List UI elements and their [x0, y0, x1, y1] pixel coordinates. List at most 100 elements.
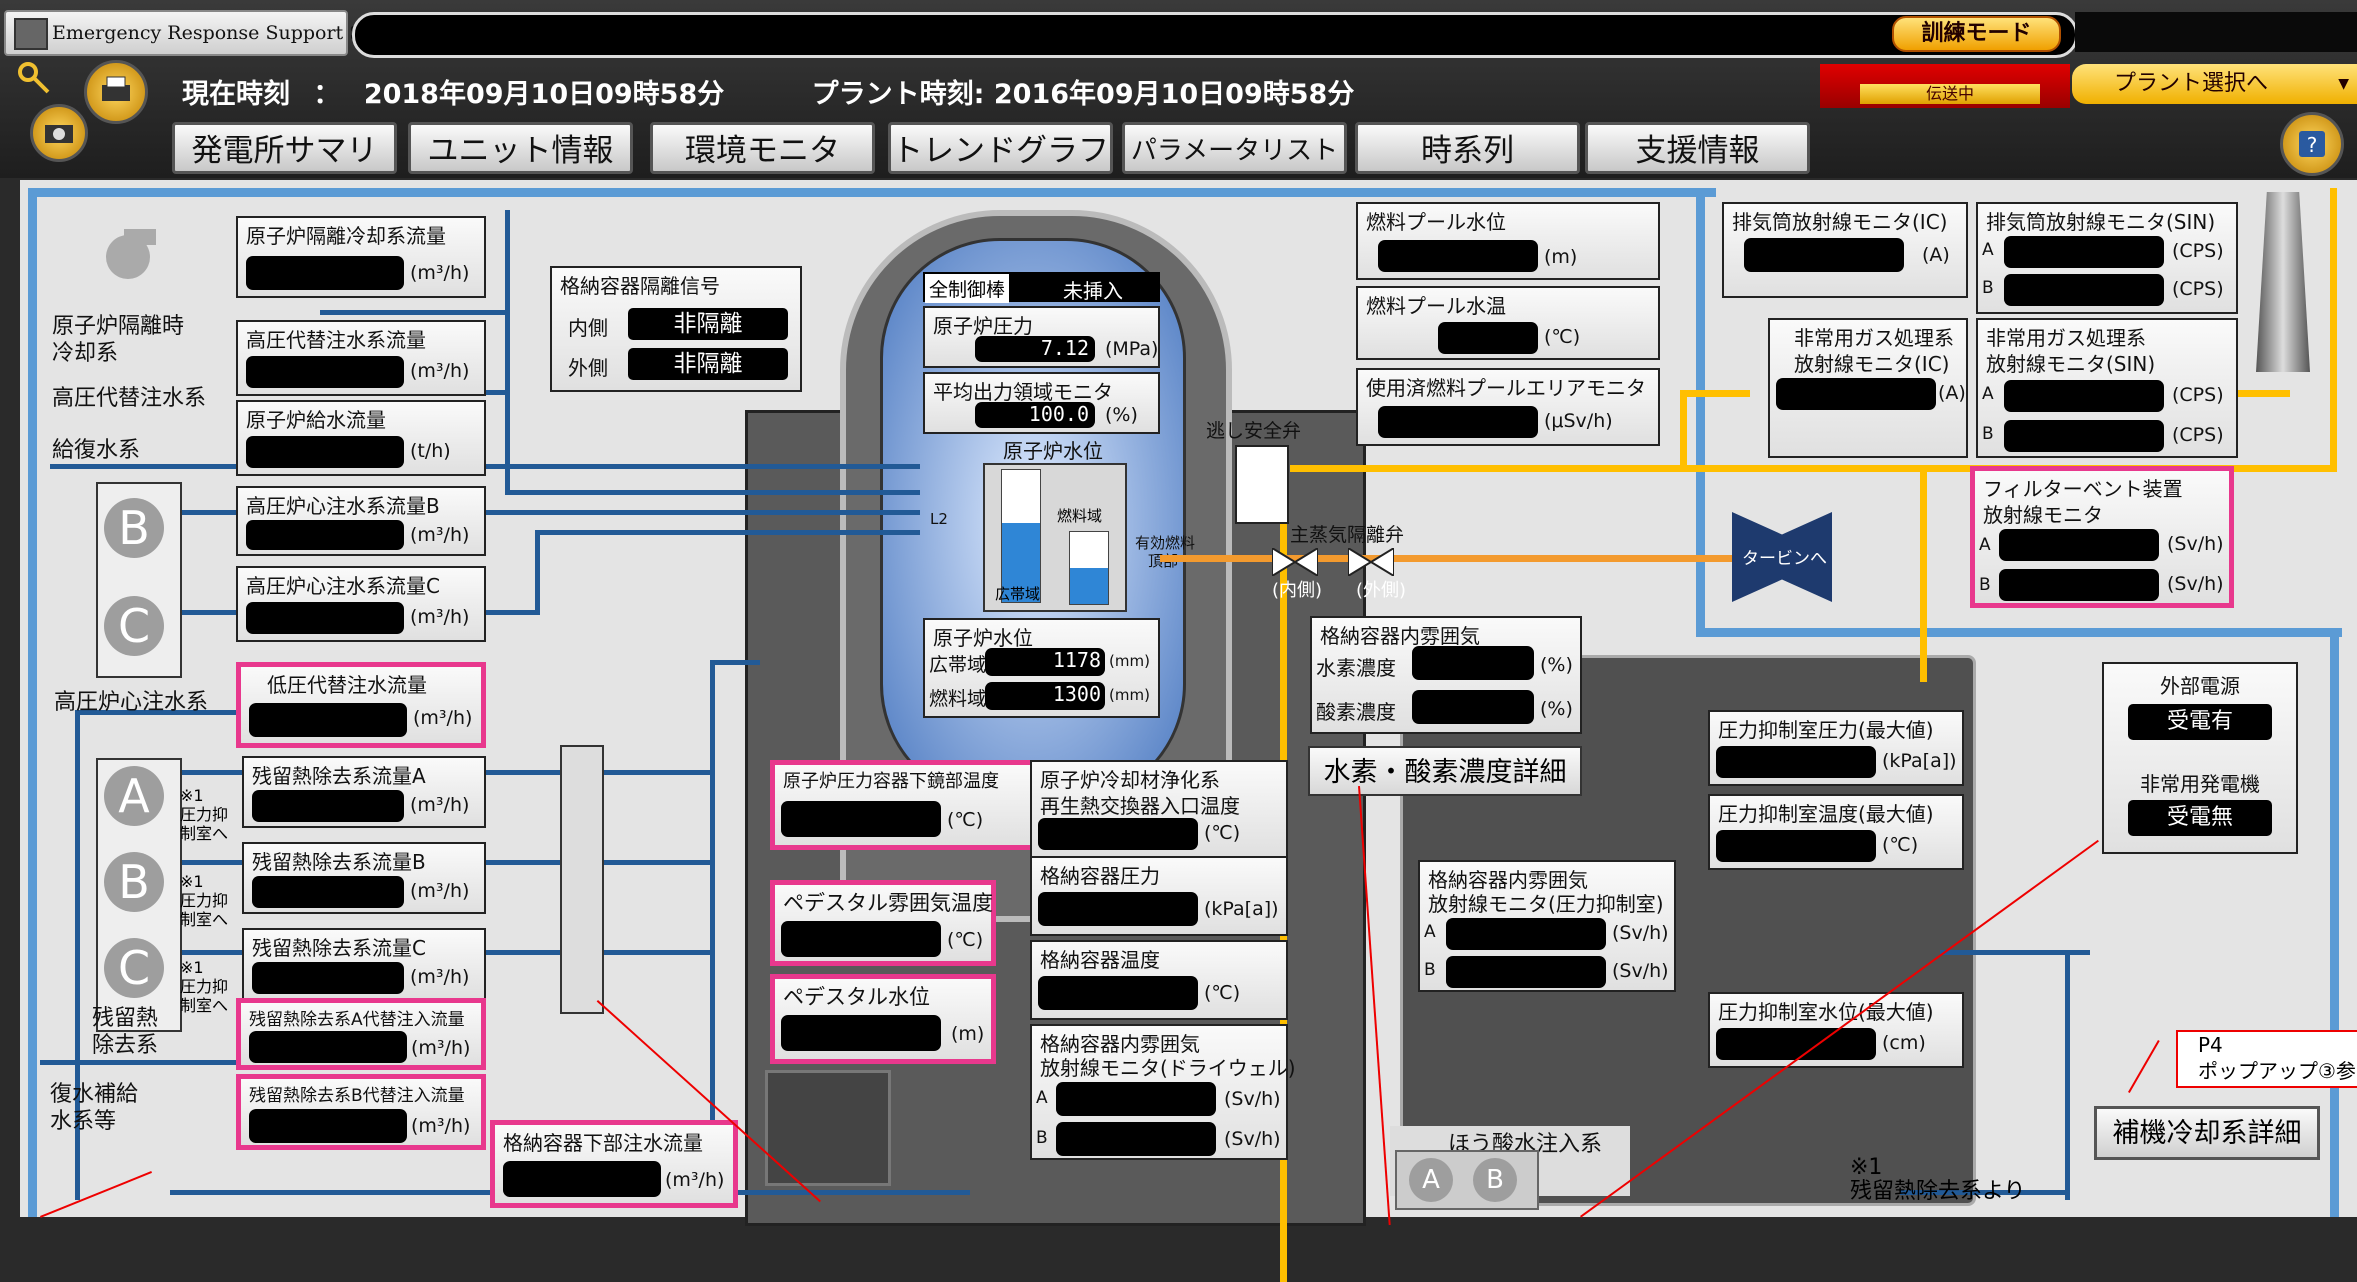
tab-support-info[interactable]: 支援情報 [1585, 122, 1810, 174]
makeup-label-2: 水系等 [50, 1109, 117, 1134]
channel-a-label: A [1424, 922, 1436, 942]
pipe-rhr-return [1940, 950, 2090, 955]
panel-title: 原子炉圧力容器下鏡部温度 [783, 771, 999, 792]
reactor-pressure-unit: (MPa) [1105, 338, 1159, 360]
hpcf-system-label: 高圧炉心注水系 [54, 690, 209, 715]
panel-unit: (CPS) [2172, 240, 2224, 262]
feedwater-system-label: 給復水系 [52, 438, 141, 463]
header-bar: Emergency Response Support System 訓練モード … [0, 0, 2357, 178]
panel-unit: (Sv/h) [1612, 960, 1669, 982]
reactor-pressure-title: 原子炉圧力 [933, 314, 1033, 338]
panel-title-1: フィルターベント装置 [1983, 477, 2183, 501]
tab-time-series[interactable]: 時系列 [1355, 122, 1580, 174]
rhr-a-alt-flow-value [249, 1031, 407, 1063]
camera-button[interactable] [30, 104, 88, 162]
msiv-inner-icon[interactable] [1271, 546, 1319, 578]
tab-trend-graph[interactable]: トレンドグラフ [888, 122, 1113, 174]
srv-valve-icon[interactable] [1235, 445, 1289, 524]
panel-title-2: 放射線モニタ(圧力抑制室) [1428, 892, 1664, 916]
panel-unit: (m³/h) [410, 966, 470, 988]
rpv-bottom-temp-panel: 原子炉圧力容器下鏡部温度(℃) [770, 760, 1036, 850]
channel-b-label: B [1979, 575, 1991, 595]
sfp-area-monitor-panel: 使用済燃料プールエリアモニタ(μSv/h) [1356, 368, 1660, 446]
o2-label: 酸素濃度 [1316, 700, 1396, 724]
panel-unit: (m) [1544, 246, 1578, 268]
hpai-system-label: 高圧代替注水系 [52, 386, 207, 411]
tab-parameter-list[interactable]: パラメータリスト [1122, 122, 1347, 174]
svg-text:?: ? [2307, 133, 2318, 157]
stack-sin-a-value [2004, 236, 2164, 268]
wide-range-label: 広帯域 [995, 585, 1041, 603]
note-mark: ※1 [180, 786, 204, 805]
annotation-line [2128, 1040, 2160, 1093]
panel-unit: (%) [1540, 654, 1573, 676]
hpcf-b-flow-panel: 高圧炉心注水系流量B (m³/h) [236, 486, 486, 556]
panel-title: 残留熱除去系A代替注入流量 [249, 1010, 465, 1030]
power-supply-panel: 外部電源 受電有 非常用発電機 受電無 [2102, 662, 2298, 854]
panel-unit: (m³/h) [665, 1169, 725, 1191]
panel-title: 圧力抑制室温度(最大値) [1718, 802, 1934, 826]
pipe-makeup-header [75, 710, 80, 1200]
hpcf-b-flow-value [246, 520, 404, 550]
outer-label: 外側 [568, 356, 608, 380]
inner-isolation-value: 非隔離 [628, 308, 788, 340]
sfp-area-value [1378, 406, 1538, 438]
ric-pump-icon [98, 225, 158, 280]
note-line3: 制室へ [180, 910, 229, 929]
tab-plant-summary[interactable]: 発電所サマリ [172, 122, 397, 174]
pedestal-level-value [781, 1015, 941, 1051]
panel-title: 高圧炉心注水系流量B [246, 494, 440, 518]
pipe-vent-to-sc [1920, 472, 1927, 682]
tab-unit-info[interactable]: ユニット情報 [408, 122, 633, 174]
system-name: Emergency Response Support System [52, 22, 420, 44]
cv-pressure-panel: 格納容器圧力(kPa[a]) [1030, 856, 1288, 936]
panel-unit: (Sv/h) [1612, 922, 1669, 944]
panel-title-2: 放射線モニタ(ドライウェル) [1040, 1056, 1296, 1080]
panel-title: 高圧炉心注水系流量C [246, 574, 440, 598]
cv-temp-panel: 格納容器温度(℃) [1030, 940, 1288, 1020]
ccw-detail-button[interactable]: 補機冷却系詳細 [2094, 1106, 2320, 1160]
fuel-range-value: 1300 [985, 682, 1105, 710]
sgts-sin-panel: 非常用ガス処理系放射線モニタ(SIN)A(CPS)B(CPS) [1976, 318, 2238, 458]
pedestal-level-panel: ペデスタル水位(m) [770, 974, 996, 1064]
panel-title: 排気筒放射線モニタ(IC) [1732, 210, 1948, 234]
all-rods-status: 全制御棒 未挿入 [923, 272, 1160, 303]
msiv-outer-icon[interactable] [1347, 546, 1395, 578]
reactor-pressure-value: 7.12 [975, 336, 1095, 362]
rhr-b-flow-value [252, 876, 404, 908]
panel-title: 格納容器内雰囲気 [1320, 624, 1480, 648]
stack-ic-panel: 排気筒放射線モニタ(IC)(A) [1722, 202, 1968, 298]
all-rods-value: 未挿入 [1063, 279, 1123, 303]
key-icon[interactable] [14, 58, 54, 98]
channel-b-label: B [1424, 960, 1436, 980]
panel-unit: (cm) [1882, 1032, 1926, 1054]
cuw-temp-value [1038, 818, 1198, 850]
fuel-range-gauge [1069, 531, 1109, 605]
print-button[interactable] [84, 60, 148, 124]
pipe-ric-join [505, 490, 920, 495]
sc-temp-value [1716, 830, 1876, 862]
makeup-label-1: 復水補給 [50, 1082, 139, 1107]
help-button[interactable]: ? [2280, 112, 2344, 176]
sc-pressure-value [1716, 746, 1876, 778]
cv-pressure-value [1038, 892, 1198, 926]
h2-o2-detail-button[interactable]: 水素・酸素濃度詳細 [1308, 746, 1582, 796]
tab-env-monitor[interactable]: 環境モニタ [650, 122, 875, 174]
sc-level-panel: 圧力抑制室水位(最大値)(cm) [1708, 992, 1964, 1068]
panel-unit: (t/h) [410, 440, 451, 462]
channel-a-label: A [1982, 240, 1994, 260]
dg-title: 非常用発電機 [2140, 772, 2260, 796]
current-time-label: 現在時刻 [182, 79, 290, 110]
note-line3: 制室へ [180, 824, 229, 843]
reactor-pressure-panel: 原子炉圧力 7.12 (MPa) [923, 306, 1160, 368]
note-mark: ※1 [180, 958, 204, 977]
panel-unit: (m³/h) [410, 524, 470, 546]
hpai-flow-value [246, 356, 404, 388]
panel-title: 低圧代替注水流量 [267, 673, 427, 697]
panel-title-1: 非常用ガス処理系 [1794, 326, 1954, 350]
plant-select-button[interactable]: プラント選択へ ▼ [2072, 64, 2357, 104]
panel-unit: (℃) [1544, 326, 1581, 348]
panel-title: 格納容器隔離信号 [560, 274, 720, 298]
pipe-hpcf-c-riser [535, 530, 540, 615]
